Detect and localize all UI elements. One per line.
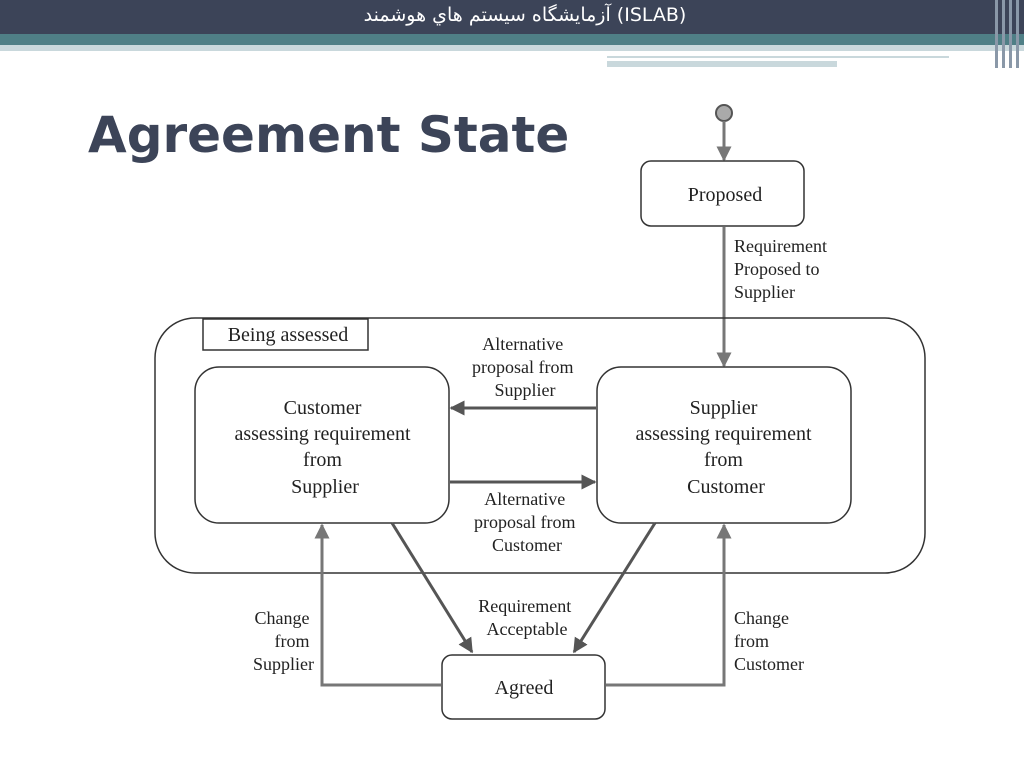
header-band-teal: [0, 34, 1024, 45]
arrow-acceptable-from-supplier: [572, 522, 657, 654]
label-alt-from-supplier: Alternative proposal from Supplier: [472, 334, 578, 400]
header-title: آزمايشگاه سيستم هاي هوشمند (ISLAB): [363, 4, 687, 26]
state-agreed-label: Agreed: [495, 677, 554, 699]
superstate-being-assessed: [154, 317, 926, 574]
superstate-label: Being assessed: [228, 324, 349, 346]
header-bar: آزمايشگاه سيستم هاي هوشمند (ISLAB): [0, 0, 1024, 34]
initial-state-dot: [715, 104, 733, 122]
state-customer-assessing-label: Customer assessing requirement from Supp…: [234, 397, 415, 498]
header-edge-stripes: [993, 0, 1024, 68]
label-change-from-customer: Change from Customer: [734, 608, 804, 674]
state-supplier-assessing: [596, 366, 852, 524]
label-requirement-proposed: Requirement Proposed to Supplier: [734, 236, 831, 302]
header-band-short: [607, 61, 837, 67]
header-band-light: [0, 45, 1024, 51]
state-proposed-label: Proposed: [688, 184, 762, 206]
arrow-acceptable-from-customer: [390, 522, 474, 654]
state-proposed: [640, 160, 805, 227]
arrow-change-from-supplier: [314, 523, 441, 687]
state-supplier-assessing-label: Supplier assessing requirement from Cust…: [635, 397, 816, 498]
label-change-from-supplier: Change from Supplier: [253, 608, 314, 674]
state-customer-assessing: [194, 366, 450, 524]
arrow-change-from-customer: [606, 523, 732, 687]
label-requirement-acceptable: Requirement Acceptable: [478, 596, 575, 639]
header-band-line: [607, 56, 949, 58]
superstate-label-box: [202, 318, 369, 351]
label-alt-from-customer: Alternative proposal from Customer: [474, 489, 580, 555]
slide-title: Agreement State: [88, 106, 570, 164]
state-agreed: [441, 654, 606, 720]
